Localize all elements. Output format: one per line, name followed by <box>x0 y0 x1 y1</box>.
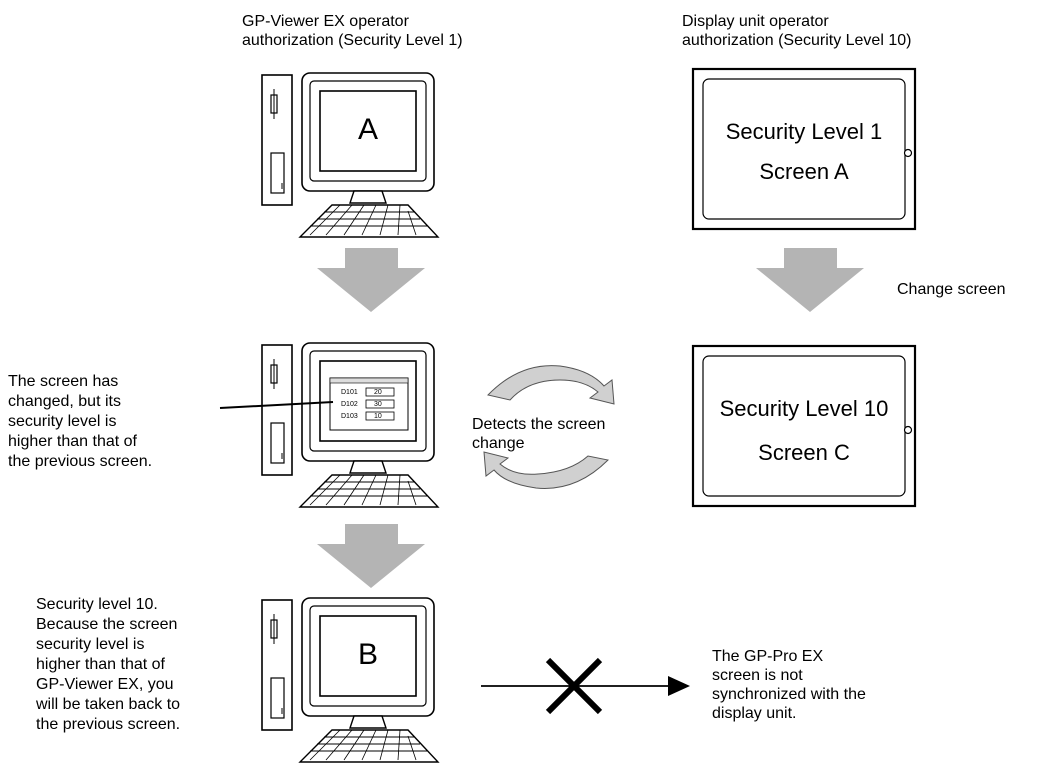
pointer-line <box>219 401 334 409</box>
not-synced-line-2: screen is not <box>712 667 803 684</box>
display-bottom-screen: Security Level 10 Screen C <box>703 356 905 496</box>
screen-changed-line-2: changed, but its <box>8 393 121 410</box>
sync-arrows-icon <box>483 365 615 489</box>
screen-changed-line-4: higher than that of <box>8 433 137 450</box>
mini-row-3-label: D103 <box>341 413 358 420</box>
not-synced-note: The GP-Pro EX screen is not synchronized… <box>712 647 866 723</box>
computer-middle <box>261 342 439 508</box>
display-top-line-1: Security Level 1 <box>725 119 883 144</box>
display-bottom-line-2: Screen C <box>758 440 850 465</box>
display-auth-line-1: Display unit operator <box>682 13 829 30</box>
computer-bottom <box>261 597 439 763</box>
level10-line-5: GP-Viewer EX, you <box>36 676 174 693</box>
not-synced-line-1: The GP-Pro EX <box>712 648 824 665</box>
mini-row-2-value: 30 <box>374 401 382 408</box>
down-arrow-right <box>756 248 864 312</box>
mini-row-1-value: 20 <box>374 389 382 396</box>
screen-changed-note: The screen has changed, but its security… <box>8 372 152 472</box>
level10-line-1: Security level 10. <box>36 596 158 613</box>
mini-row-2-label: D102 <box>341 401 358 408</box>
display-auth-line-2: authorization (Security Level 10) <box>682 32 912 49</box>
mini-row-1-label: D101 <box>341 389 358 396</box>
mini-row-3-value: 10 <box>374 413 382 420</box>
viewer-auth-line-2: authorization (Security Level 1) <box>242 32 463 49</box>
detects-change-line-2: change <box>472 435 525 452</box>
display-unit-bottom <box>691 344 917 508</box>
blocked-x-icon <box>545 657 603 715</box>
computer-top <box>261 72 439 238</box>
screen-changed-line-5: the previous screen. <box>8 453 153 470</box>
viewer-auth-line-1: GP-Viewer EX operator <box>242 13 409 30</box>
screen-changed-line-1: The screen has <box>8 373 119 390</box>
detects-change-line-1: Detects the screen <box>472 416 606 433</box>
monitor-bottom-letter: B <box>357 638 378 671</box>
blocked-arrow-head <box>668 676 690 696</box>
change-screen-label: Change screen <box>897 281 1006 298</box>
viewer-auth-caption: GP-Viewer EX operator authorization (Sec… <box>242 12 463 50</box>
screen-changed-line-3: security level is <box>8 413 117 430</box>
detects-change-label: Detects the screen change <box>472 415 605 453</box>
level10-line-7: the previous screen. <box>36 716 181 733</box>
display-bottom-line-1: Security Level 10 <box>719 396 889 421</box>
display-unit-top <box>691 67 917 231</box>
display-auth-caption: Display unit operator authorization (Sec… <box>682 12 911 50</box>
not-synced-line-4: display unit. <box>712 705 797 722</box>
down-arrow-left-2 <box>317 524 425 588</box>
down-arrow-left-1 <box>317 248 425 312</box>
display-top-screen: Security Level 1 Screen A <box>703 79 905 219</box>
monitor-top-letter: A <box>357 113 378 146</box>
level10-note: Security level 10. Because the screen se… <box>36 595 180 735</box>
level10-line-3: security level is <box>36 636 145 653</box>
level10-line-2: Because the screen <box>36 616 178 633</box>
level10-line-6: will be taken back to <box>36 696 181 713</box>
level10-line-4: higher than that of <box>36 656 165 673</box>
display-top-line-2: Screen A <box>759 159 849 184</box>
not-synced-line-3: synchronized with the <box>712 686 866 703</box>
